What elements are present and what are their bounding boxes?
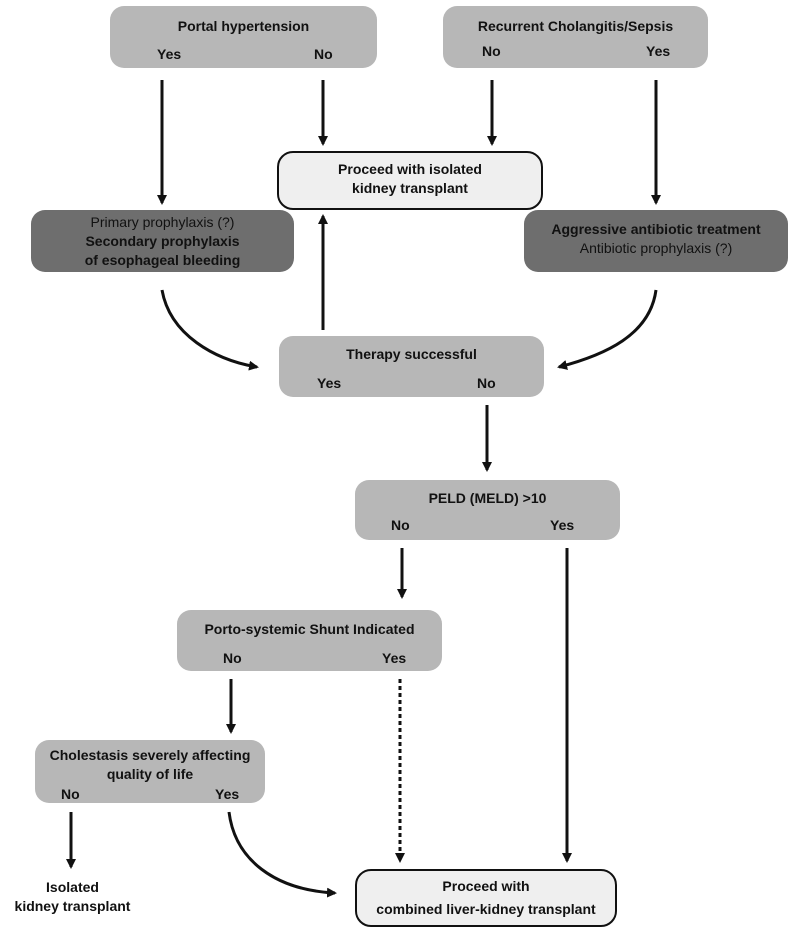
peld-yes: Yes	[550, 517, 575, 533]
therapy-successful-node: Therapy successful Yes No	[279, 336, 544, 397]
isolated-final-line2: kidney transplant	[14, 898, 131, 914]
cholangitis-no: No	[482, 43, 501, 59]
cholestasis-node: Cholestasis severely affecting quality o…	[35, 740, 265, 803]
peld-title: PELD (MELD) >10	[428, 490, 547, 506]
peld-no: No	[391, 517, 410, 533]
prophylaxis-line1: Primary prophylaxis (?)	[90, 214, 235, 230]
arrow-antibiotic-to-therapy	[557, 289, 658, 370]
combined-line2: combined liver-kidney transplant	[376, 901, 596, 917]
arrow-cholestasis-yes-to-combined	[227, 811, 337, 898]
cholestasis-line1: Cholestasis severely affecting	[49, 747, 251, 763]
portal-hypertension-title: Portal hypertension	[177, 18, 310, 34]
cholangitis-yes: Yes	[646, 43, 671, 59]
isolated-final-line1: Isolated	[46, 879, 99, 895]
cholangitis-node: Recurrent Cholangitis/Sepsis No Yes	[443, 6, 708, 68]
prophylaxis-line2: Secondary prophylaxis	[85, 233, 240, 249]
portal-hypertension-no: No	[314, 46, 333, 62]
shunt-node: Porto-systemic Shunt Indicated No Yes	[177, 610, 442, 671]
portal-hypertension-yes: Yes	[157, 46, 182, 62]
combined-line1: Proceed with	[442, 878, 530, 894]
cholestasis-yes: Yes	[215, 786, 240, 802]
therapy-title: Therapy successful	[346, 346, 477, 362]
cholestasis-line2: quality of life	[106, 766, 194, 782]
cholestasis-no: No	[61, 786, 80, 802]
cholangitis-title: Recurrent Cholangitis/Sepsis	[477, 18, 674, 34]
isolated-kidney-line1: Proceed with isolated	[338, 161, 482, 177]
shunt-title: Porto-systemic Shunt Indicated	[204, 621, 415, 637]
shunt-yes: Yes	[382, 650, 407, 666]
isolated-kidney-transplant-node: Proceed with isolated kidney transplant	[277, 151, 543, 210]
combined-transplant-node: Proceed with combined liver-kidney trans…	[355, 869, 617, 927]
prophylaxis-node: Primary prophylaxis (?) Secondary prophy…	[31, 210, 294, 272]
antibiotic-node: Aggressive antibiotic treatment Antibiot…	[524, 210, 788, 272]
therapy-no: No	[477, 375, 496, 391]
therapy-yes: Yes	[317, 375, 342, 391]
portal-hypertension-node: Portal hypertension Yes No	[110, 6, 377, 68]
antibiotic-line2: Antibiotic prophylaxis (?)	[579, 240, 733, 256]
shunt-no: No	[223, 650, 242, 666]
peld-node: PELD (MELD) >10 No Yes	[355, 480, 620, 540]
antibiotic-line1: Aggressive antibiotic treatment	[551, 221, 761, 237]
arrow-prophylaxis-to-therapy	[160, 289, 259, 371]
isolated-kidney-final-label: Isolated kidney transplant	[0, 878, 145, 916]
prophylaxis-line3: of esophageal bleeding	[84, 252, 241, 268]
isolated-kidney-line2: kidney transplant	[352, 180, 468, 196]
